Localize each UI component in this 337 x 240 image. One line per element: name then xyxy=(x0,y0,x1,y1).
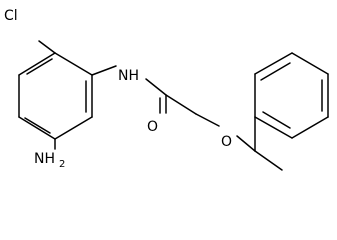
aniline-ring xyxy=(18,52,93,140)
o-ch-bond xyxy=(236,135,256,152)
carbonyl-oxygen-label: O xyxy=(147,119,158,135)
ring-bond xyxy=(254,116,293,139)
ring-bond xyxy=(18,52,56,76)
chlorine-atom-label: Cl xyxy=(4,8,18,24)
ring-bond xyxy=(291,52,329,75)
c-cl-bond xyxy=(38,40,56,54)
ring-double-bond xyxy=(262,111,291,129)
carbonyl-ch2-bond xyxy=(165,94,197,115)
ether-oxygen-label: O xyxy=(221,134,232,150)
ring-bond xyxy=(54,116,93,140)
amino-atom-label: NH xyxy=(34,151,55,167)
amino-subscript: 2 xyxy=(59,159,65,170)
ring-double-bond xyxy=(26,58,53,75)
ring-double-bond xyxy=(260,62,291,81)
chemical-structure-diagram: Cl NH 2 NH O O xyxy=(4,8,329,171)
ring-bond xyxy=(18,116,56,140)
ring-bond xyxy=(54,52,93,76)
ring-bond xyxy=(291,116,329,139)
ch-methyl-bond xyxy=(254,150,283,171)
phenyl-ring xyxy=(254,52,329,139)
ring-double-bond xyxy=(24,117,51,134)
ch2-o-bond xyxy=(195,113,220,127)
amide-nh-atom-label: NH xyxy=(118,68,139,84)
ring-bond xyxy=(254,52,293,75)
c-nh-bond xyxy=(91,65,117,76)
nh-carbonyl-bond xyxy=(145,78,167,96)
